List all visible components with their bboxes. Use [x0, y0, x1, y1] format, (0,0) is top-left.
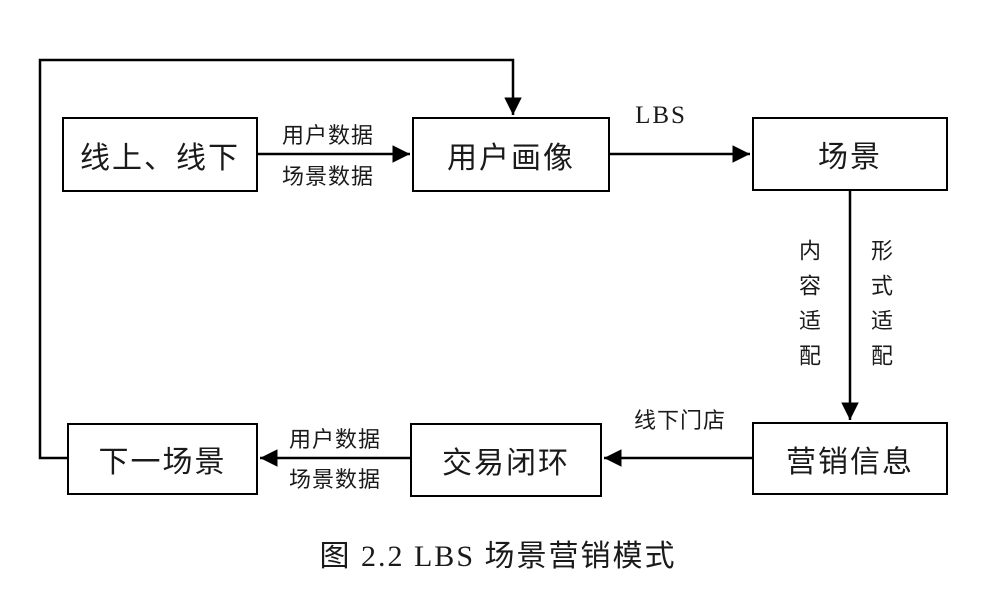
- node-marketing-info: 营销信息: [752, 422, 948, 495]
- edge-label-scene-data-bottom: 场景数据: [288, 467, 381, 492]
- edge-label-scene-data-top: 场景数据: [281, 164, 374, 189]
- node-transaction-loop: 交易闭环: [410, 423, 602, 497]
- node-scene: 场景: [752, 117, 948, 191]
- edge-label-form-adaptation: 形式适配: [868, 239, 893, 379]
- node-next-scene: 下一场景: [67, 423, 258, 495]
- node-online-offline: 线上、线下: [62, 117, 258, 192]
- figure-caption: 图 2.2 LBS 场景营销模式: [319, 540, 677, 573]
- edge-label-user-data-top: 用户数据: [281, 123, 374, 148]
- edge-label-lbs: LBS: [635, 102, 687, 129]
- edge-label-offline-store: 线下门店: [633, 408, 726, 433]
- edge-label-content-adaptation: 内容适配: [796, 239, 821, 379]
- edge-label-user-data-bottom: 用户数据: [288, 427, 381, 452]
- node-user-portrait: 用户画像: [412, 117, 610, 192]
- arrow-feedback-nextscene-to-portrait: [38, 58, 522, 460]
